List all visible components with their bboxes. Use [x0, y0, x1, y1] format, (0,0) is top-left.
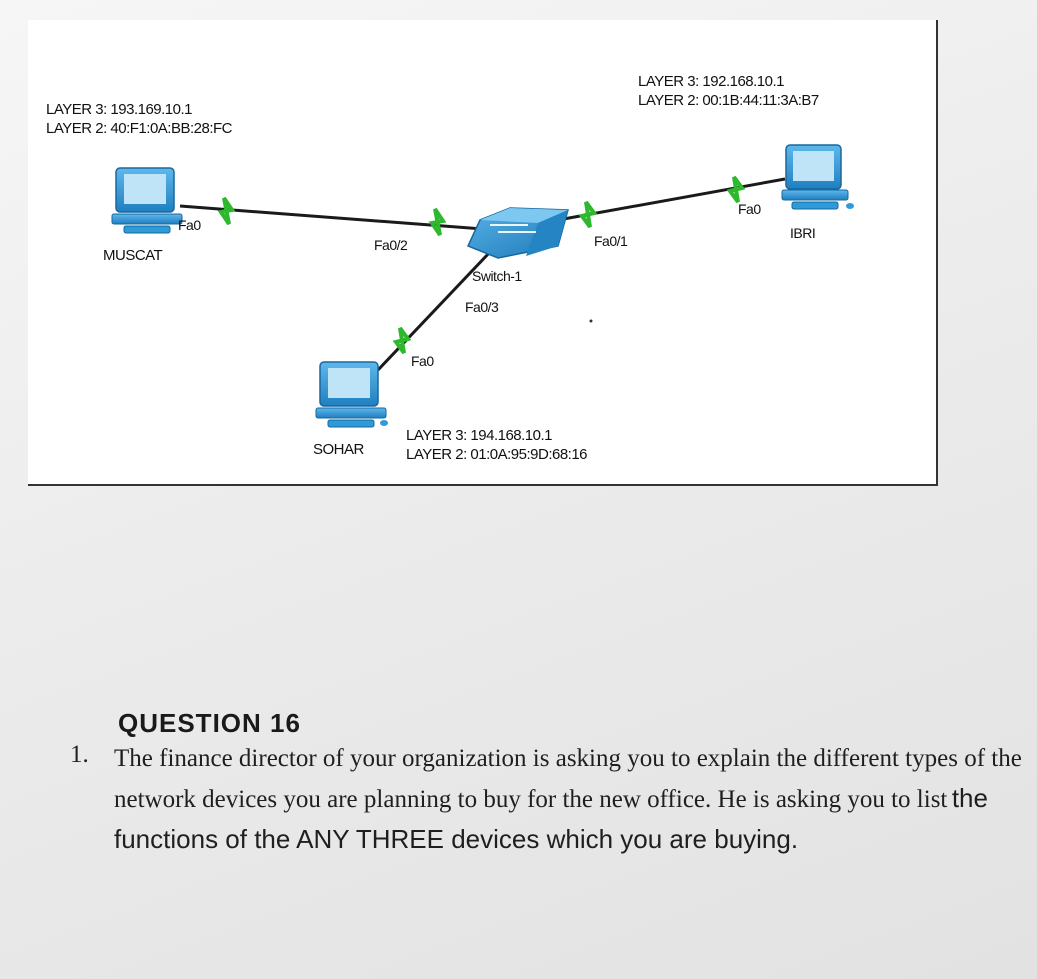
ibri-device-name: IBRI [790, 225, 816, 241]
pc-icon-ibri[interactable] [781, 144, 854, 210]
switch-port-to-ibri: Fa0/1 [594, 233, 628, 249]
muscat-layer2-address: LAYER 2: 40:F1:0A:BB:28:FC [46, 120, 232, 137]
muscat-layer3-address: LAYER 3: 193.169.10.1 [46, 101, 193, 118]
stray-dot [589, 319, 593, 323]
sohar-port-label: Fa0 [411, 353, 434, 369]
link-indicator-icon [578, 200, 598, 229]
link-indicator-icon [428, 207, 447, 237]
sohar-address-block: LAYER 3: 194.168.10.1 LAYER 2: 01:0A:95:… [406, 426, 588, 464]
question-number: 1. [70, 741, 89, 768]
switch-port-to-sohar: Fa0/3 [465, 299, 499, 315]
question-section: QUESTION 16 1. The finance director of y… [70, 708, 1030, 862]
pc-icon-sohar[interactable] [315, 361, 388, 428]
muscat-device-name: MUSCAT [103, 247, 163, 264]
switch-device-name: Switch-1 [472, 268, 522, 284]
muscat-port-label: Fa0 [178, 217, 201, 233]
question-item: 1. The finance director of your organiza… [70, 741, 1030, 862]
network-topology-canvas [111, 144, 854, 428]
sohar-layer2-address: LAYER 2: 01:0A:95:9D:68:16 [406, 446, 588, 463]
sohar-layer3-address: LAYER 3: 194.168.10.1 [406, 427, 553, 444]
question-text-serif: The finance director of your organizatio… [114, 745, 1022, 813]
question-text: The finance director of your organizatio… [114, 741, 1024, 862]
question-title: QUESTION 16 [118, 708, 301, 738]
network-diagram-panel: LAYER 3: 193.169.10.1 LAYER 2: 40:F1:0A:… [28, 20, 938, 486]
ibri-port-label: Fa0 [738, 201, 761, 217]
ibri-address-block: LAYER 3: 192.168.10.1 LAYER 2: 00:1B:44:… [638, 72, 819, 110]
sohar-device-name: SOHAR [313, 441, 364, 458]
link-indicator-icon [217, 196, 236, 226]
pc-icon-muscat[interactable] [111, 167, 183, 234]
link-switch-sohar [376, 250, 492, 372]
link-indicator-icon [726, 175, 746, 204]
switch-icon[interactable] [466, 207, 569, 259]
question-text-sans: the functions of the ANY THREE devices w… [114, 783, 988, 854]
link-indicator-icon [392, 326, 412, 355]
muscat-address-block: LAYER 3: 193.169.10.1 LAYER 2: 40:F1:0A:… [46, 100, 232, 138]
switch-port-to-muscat: Fa0/2 [374, 237, 408, 253]
ibri-layer2-address: LAYER 2: 00:1B:44:11:3A:B7 [638, 92, 819, 109]
ibri-layer3-address: LAYER 3: 192.168.10.1 [638, 73, 785, 90]
